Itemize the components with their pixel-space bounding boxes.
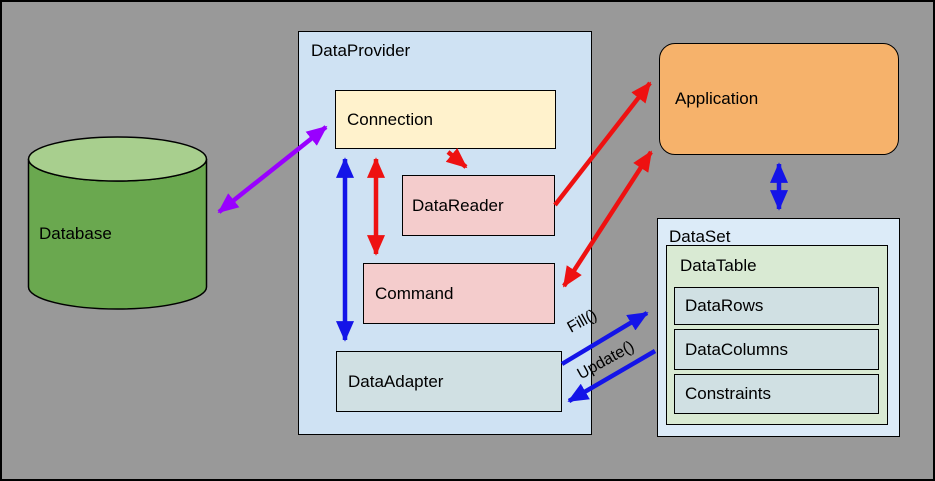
- application-label: Application: [675, 88, 759, 108]
- dataadapter-box: DataAdapter: [336, 351, 562, 412]
- constraints-label: Constraints: [685, 383, 771, 403]
- command-box: Command: [363, 263, 555, 324]
- datareader-label: DataReader: [412, 195, 504, 215]
- datatable-label: DataTable: [680, 256, 757, 275]
- application-box: Application: [659, 43, 899, 155]
- database-node: Database: [27, 135, 208, 311]
- datacolumns-label: DataColumns: [685, 339, 788, 359]
- datarows-label: DataRows: [685, 295, 764, 315]
- database-label: Database: [39, 224, 112, 243]
- dataadapter-label: DataAdapter: [348, 371, 444, 391]
- datareader-box: DataReader: [402, 175, 555, 236]
- datacolumns-box: DataColumns: [674, 329, 879, 370]
- dataprovider-label: DataProvider: [311, 41, 411, 60]
- datarows-box: DataRows: [674, 287, 879, 325]
- dataset-label: DataSet: [669, 227, 731, 246]
- database-cylinder-top: [27, 136, 208, 182]
- database-cylinder: [27, 136, 208, 310]
- connection-box: Connection: [335, 90, 556, 149]
- constraints-box: Constraints: [674, 374, 879, 414]
- command-label: Command: [375, 283, 454, 303]
- connection-label: Connection: [347, 109, 434, 129]
